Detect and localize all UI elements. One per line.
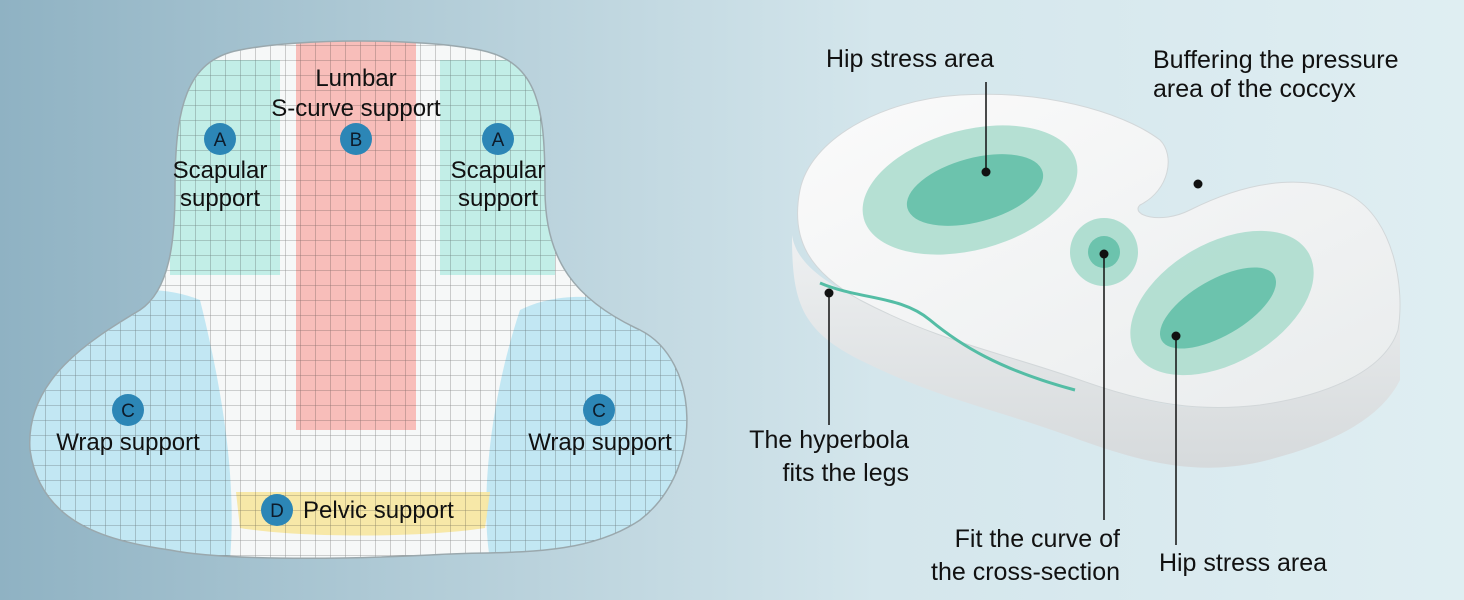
- svg-text:D: D: [270, 501, 284, 522]
- wrap-right-label: Wrap support: [528, 429, 672, 456]
- badge-b: B: [340, 123, 372, 155]
- svg-text:C: C: [592, 401, 606, 422]
- badge-a-left: A: [204, 123, 236, 155]
- lumbar-label-line1: Lumbar: [315, 65, 396, 92]
- lumbar-label-line2: S-curve support: [271, 95, 441, 122]
- seat-cushion-illustration: Hip stress area Buffering the pressure a…: [749, 45, 1401, 586]
- callout-hyperbola-line2: fits the legs: [783, 459, 909, 487]
- leader-cross-section: [1099, 249, 1109, 520]
- scapular-right-label-line1: Scapular: [451, 157, 546, 184]
- callout-cross-section-line1: Fit the curve of: [955, 525, 1120, 553]
- leg-curve-line: [819, 281, 1076, 392]
- pelvic-label: Pelvic support: [303, 497, 454, 524]
- callout-coccyx-line1: Buffering the pressure: [1153, 46, 1399, 74]
- leader-hyperbola: [824, 288, 834, 425]
- callout-hip-stress-bottom: Hip stress area: [1159, 549, 1327, 577]
- scapular-left-label-line2: support: [180, 185, 260, 212]
- callout-hip-stress-top: Hip stress area: [826, 45, 994, 73]
- badge-c-left: C: [112, 394, 144, 426]
- leader-hip-stress-top: [981, 82, 991, 177]
- badge-c-right: C: [583, 394, 615, 426]
- leader-coccyx: [1193, 179, 1203, 189]
- wrap-left-label: Wrap support: [56, 429, 200, 456]
- svg-text:A: A: [214, 130, 227, 151]
- svg-text:C: C: [121, 401, 135, 422]
- callout-hyperbola-line1: The hyperbola: [749, 426, 909, 454]
- svg-text:A: A: [492, 130, 505, 151]
- seat-cushion-side: [792, 235, 1400, 468]
- scapular-left-label-line1: Scapular: [173, 157, 268, 184]
- hip-stress-area-right-inner: [1159, 267, 1277, 349]
- leader-hip-stress-bottom: [1171, 331, 1181, 545]
- callout-cross-section-line2: the cross-section: [931, 558, 1120, 586]
- svg-text:B: B: [350, 130, 363, 151]
- hip-stress-area-left-inner: [906, 154, 1044, 226]
- back-cushion-illustration: A B A C C D Lumbar S-curve support Scapu…: [29, 40, 688, 560]
- callout-coccyx-line2: area of the coccyx: [1153, 75, 1356, 103]
- badge-d: D: [261, 494, 293, 526]
- scapular-right-label-line2: support: [458, 185, 538, 212]
- badge-a-right: A: [482, 123, 514, 155]
